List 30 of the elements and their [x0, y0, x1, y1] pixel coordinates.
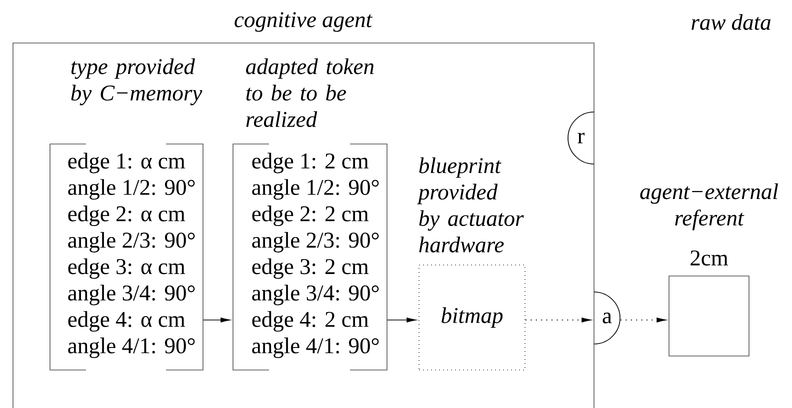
- heading: agent−external referent: [640, 183, 778, 230]
- arrow: [620, 318, 666, 322]
- heading: cognitive agent: [234, 12, 373, 32]
- heading: adapted token to be to be realized: [246, 58, 374, 128]
- spec-line: edge 3: 2 cm: [252, 258, 369, 279]
- spec-line: edge 1: α cm: [68, 152, 186, 174]
- spec-line: angle 1/2: 90°: [68, 179, 195, 200]
- dimension-text: 2cm: [690, 250, 728, 266]
- arrow: [203, 318, 230, 322]
- spec-line: angle 3/4: 90°: [68, 284, 195, 306]
- arrow: [387, 318, 416, 322]
- spec-line: angle 1/2: 90°: [252, 179, 379, 200]
- spec-line: angle 2/3: 90°: [252, 232, 379, 252]
- note: raw data: [692, 14, 770, 30]
- spec-line: angle 4/1: 90°: [252, 338, 379, 358]
- spec-line: edge 3: α cm: [68, 258, 186, 279]
- spec-line: edge 2: α cm: [68, 206, 186, 226]
- heading: blueprint provided by actuator hardware: [417, 157, 524, 252]
- spec-line: edge 4: 2 cm: [252, 311, 369, 332]
- heading: type provided by C−memory: [71, 58, 202, 106]
- spec-line: edge 2: 2 cm: [252, 206, 369, 226]
- port-semicircle: r: [568, 112, 594, 164]
- spec-line: edge 4: α cm: [68, 311, 186, 332]
- spec-line: angle 3/4: 90°: [252, 284, 379, 306]
- spec-line: angle 4/1: 90°: [68, 338, 195, 358]
- arrow: [525, 318, 592, 322]
- spec-line: edge 1: 2 cm: [252, 152, 369, 174]
- port-semicircle: a: [594, 292, 620, 344]
- bitmap-box: bitmap: [418, 264, 526, 370]
- spec-line: angle 2/3: 90°: [68, 232, 195, 252]
